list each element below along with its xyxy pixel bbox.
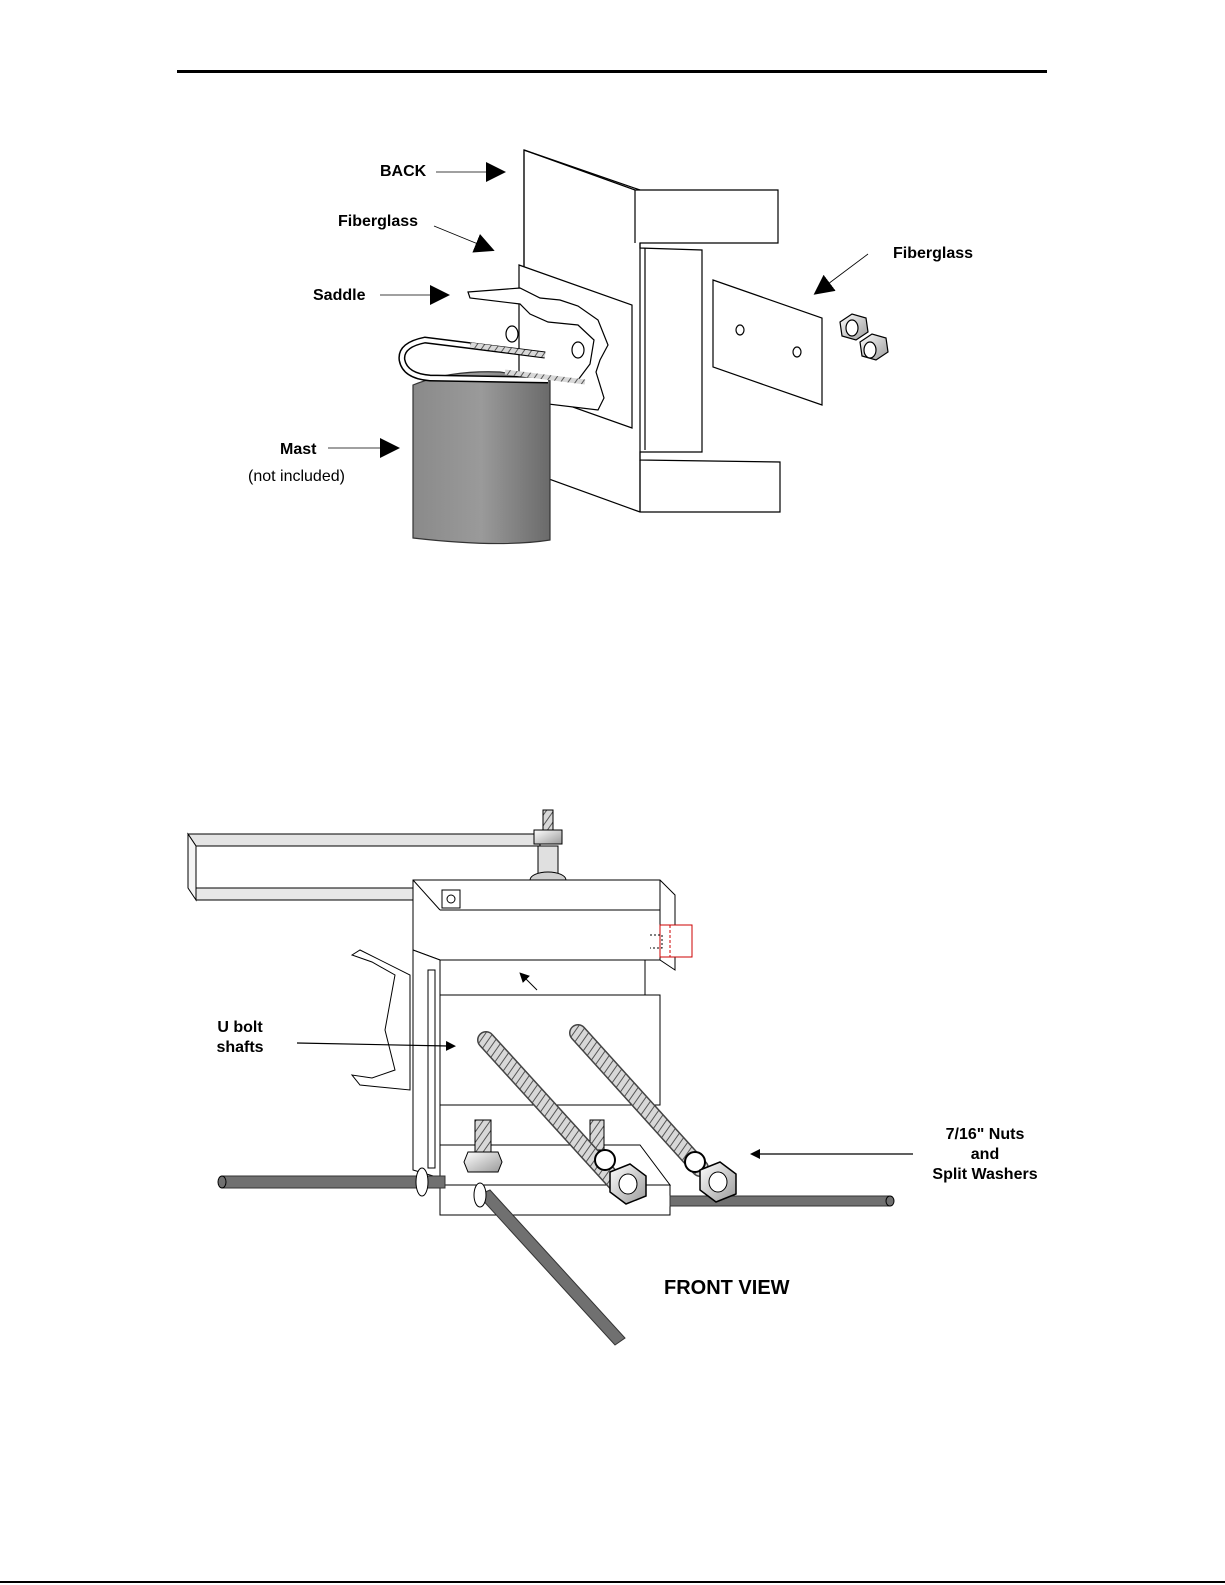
label-back: BACK: [380, 163, 427, 180]
mast-pipe: [413, 372, 550, 544]
top-diagram: [328, 150, 888, 544]
upper-housing: [413, 880, 692, 970]
label-u-bolt-2: shafts: [216, 1039, 263, 1056]
label-fiberglass-left: Fiberglass: [338, 213, 418, 230]
hex-nuts: [840, 314, 888, 360]
vertical-plate: [413, 950, 440, 1178]
label-nuts-1: 7/16" Nuts: [946, 1126, 1025, 1143]
bottom-diagram: [188, 810, 913, 1345]
label-fiberglass-right: Fiberglass: [893, 245, 973, 262]
label-mast: Mast: [280, 441, 317, 458]
saddle-profile: [352, 950, 410, 1090]
label-front-view: FRONT VIEW: [664, 1277, 790, 1299]
label-saddle: Saddle: [313, 287, 366, 304]
label-u-bolt-1: U bolt: [217, 1019, 263, 1036]
fiberglass-plate-right: [713, 280, 822, 405]
label-nuts-3: Split Washers: [932, 1166, 1037, 1183]
label-nuts-2: and: [971, 1146, 999, 1163]
label-mast-note: (not included): [248, 468, 345, 485]
